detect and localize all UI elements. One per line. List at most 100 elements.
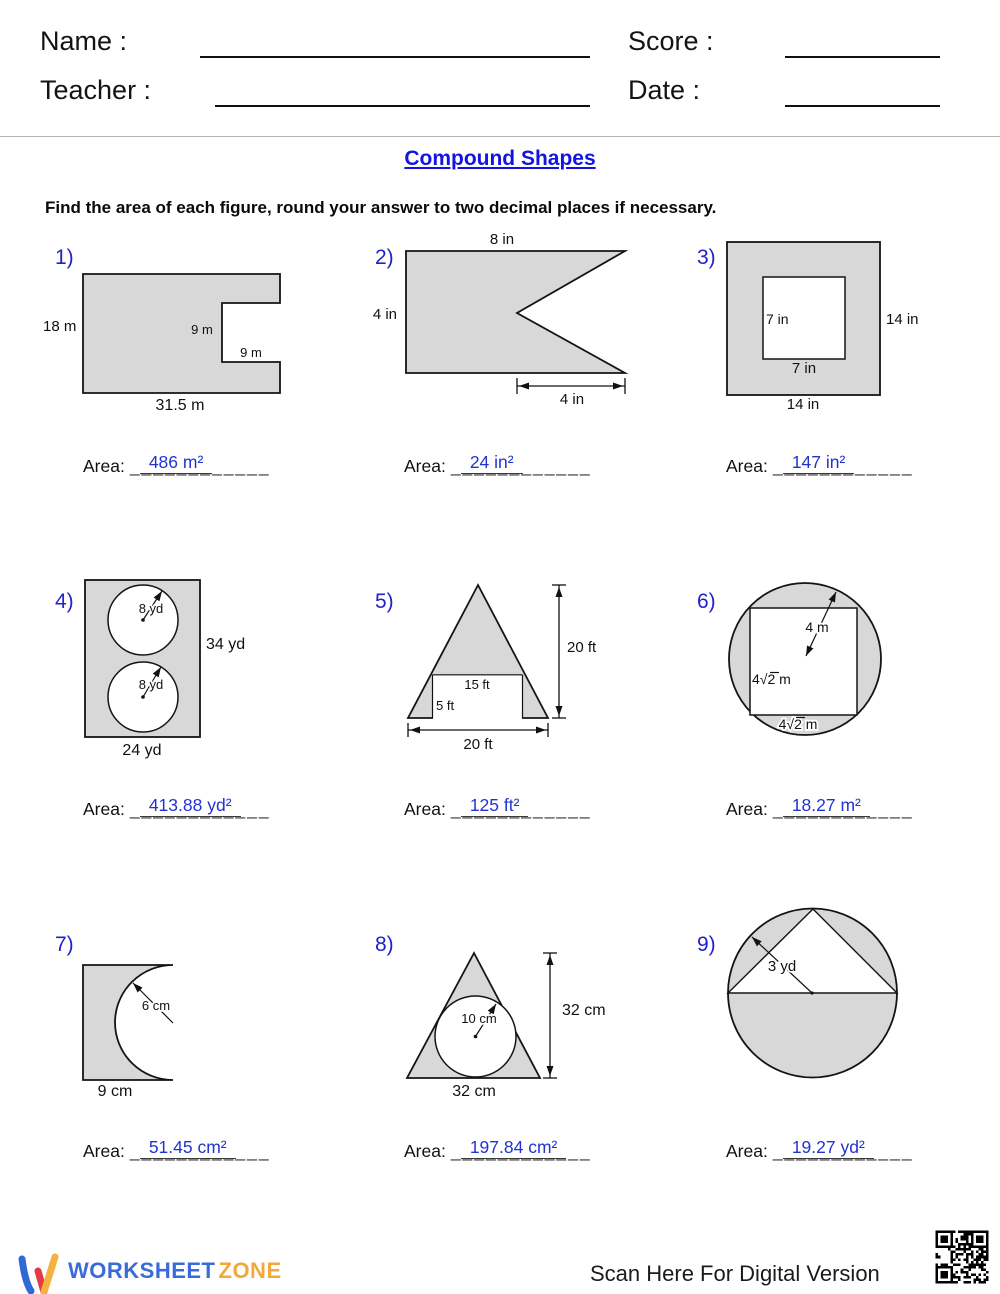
answer-blank: ____________ — [772, 1141, 914, 1161]
figure-5-notch-height-label: 5 ft — [436, 698, 454, 713]
figure-2: 8 in 4 in 4 in — [373, 231, 629, 408]
figure-6-square — [749, 607, 858, 716]
scan-here-text: Scan Here For Digital Version — [590, 1261, 880, 1286]
area-label: Area: — [404, 456, 446, 476]
figure-5-notch — [433, 675, 522, 720]
problem-number-6: 6) — [697, 590, 716, 613]
answer-value-2: 24 in² — [460, 452, 523, 474]
answer-blank: ____________ — [772, 799, 914, 819]
area-line-3: Area:____________147 in² — [726, 452, 914, 477]
area-label: Area: — [404, 799, 446, 819]
answer-value-6: 18.27 m² — [782, 795, 870, 817]
area-line-6: Area:____________18.27 m² — [726, 795, 914, 820]
figure-2-shape — [405, 250, 629, 374]
date-label: Date : — [628, 75, 701, 105]
qr-code-image — [933, 1228, 991, 1286]
figure-8-height-dim-label: 32 cm — [562, 1002, 606, 1019]
answer-value-1: 486 m² — [139, 452, 213, 474]
area-line-2: Area:____________24 in² — [404, 452, 592, 477]
teacher-blank-line — [215, 105, 590, 107]
area-label: Area: — [726, 456, 768, 476]
qr-code — [933, 1228, 991, 1286]
figure-6-side-left-label: 4√2 m — [752, 671, 791, 687]
figure-1-bottom-label: 31.5 m — [156, 397, 205, 414]
instruction-text: Find the area of each figure, round your… — [45, 198, 717, 217]
figure-4-radius-arrow-top — [141, 590, 163, 622]
answer-blank: ____________ — [129, 1141, 271, 1161]
figure-3-inner-bottom-label: 7 in — [792, 360, 816, 377]
figure-5: 15 ft 5 ft 20 ft 20 ft — [406, 583, 597, 753]
name-blank-line — [200, 56, 590, 58]
area-line-9: Area:____________19.27 yd² — [726, 1137, 914, 1162]
figure-8-height-dimension — [543, 952, 557, 1079]
header-divider — [0, 136, 1000, 137]
area-label: Area: — [83, 1141, 125, 1161]
problem-number-1: 1) — [55, 246, 74, 269]
area-label: Area: — [83, 799, 125, 819]
figure-9: 3 yd — [726, 907, 899, 1079]
answer-blank: ____________ — [450, 456, 592, 476]
figure-4-right-label: 34 yd — [206, 636, 245, 653]
figure-3-bottom-label: 14 in — [787, 396, 820, 413]
figure-6-side-bottom-label: 4√2 m — [779, 716, 818, 732]
figure-8-bottom-label: 32 cm — [452, 1083, 496, 1100]
figure-3: 7 in 7 in 14 in 14 in — [726, 241, 919, 413]
problem-number-5: 5) — [375, 590, 394, 613]
figure-4: 8 yd 8 yd 34 yd 24 yd — [84, 579, 245, 759]
answer-value-3: 147 in² — [782, 452, 855, 474]
figure-1-notch-width-label: 9 m — [240, 345, 262, 360]
area-label: Area: — [726, 799, 768, 819]
figure-8: 10 cm 32 cm 32 cm — [405, 951, 606, 1100]
teacher-label: Teacher : — [40, 75, 152, 105]
area-line-5: Area:____________125 ft² — [404, 795, 592, 820]
figure-5-height-dimension — [552, 584, 566, 719]
figure-1-left-label: 18 m — [43, 318, 76, 335]
figure-9-radius-arrow — [751, 936, 814, 995]
answer-value-5: 125 ft² — [460, 795, 529, 817]
answer-blank: ____________ — [772, 456, 914, 476]
answer-value-7: 51.45 cm² — [139, 1137, 236, 1159]
score-blank-line — [785, 56, 940, 58]
figure-1: 18 m 9 m 9 m 31.5 m — [43, 273, 281, 414]
figure-4-radius-bottom-label: 8 yd — [139, 677, 164, 692]
name-label: Name : — [40, 26, 128, 56]
answer-value-4: 413.88 yd² — [139, 795, 241, 817]
figure-1-shape — [82, 273, 281, 394]
figure-3-right-label: 14 in — [886, 311, 919, 328]
figure-3-inner-square — [762, 276, 846, 360]
area-line-4: Area:____________413.88 yd² — [83, 795, 271, 820]
figure-2-bottom-dim-label: 4 in — [560, 391, 584, 408]
figure-6-radius-arrow — [805, 591, 837, 657]
figure-4-radius-top-label: 8 yd — [139, 601, 164, 616]
figure-5-base-dimension — [407, 723, 549, 737]
figure-2-bottom-dimension — [516, 378, 626, 394]
problem-number-7: 7) — [55, 933, 74, 956]
area-line-8: Area:____________197.84 cm² — [404, 1137, 592, 1162]
answer-blank: ____________ — [129, 456, 271, 476]
figure-9-radius-label: 3 yd — [768, 958, 796, 975]
area-line-7: Area:____________51.45 cm² — [83, 1137, 271, 1162]
figure-5-inner-width-label: 15 ft — [464, 677, 490, 692]
worksheetzone-logo-icon — [18, 1253, 59, 1294]
area-label: Area: — [83, 456, 125, 476]
figure-5-base-dim-label: 20 ft — [463, 736, 493, 753]
figure-4-bottom-label: 24 yd — [122, 742, 161, 759]
problem-number-2: 2) — [375, 246, 394, 269]
figure-2-left-label: 4 in — [373, 306, 397, 323]
area-label: Area: — [404, 1141, 446, 1161]
figure-8-radius-label: 10 cm — [461, 1011, 496, 1026]
answer-blank: ____________ — [129, 799, 271, 819]
score-label: Score : — [628, 26, 714, 56]
problem-number-3: 3) — [697, 246, 716, 269]
page-title: Compound Shapes — [404, 147, 596, 170]
figure-7-radius-label: 6 cm — [142, 998, 170, 1013]
problem-number-9: 9) — [697, 933, 716, 956]
brand-worksheet-text: WORKSHEET — [68, 1258, 216, 1283]
area-line-1: Area:____________486 m² — [83, 452, 271, 477]
figure-6-radius-label: 4 m — [805, 619, 828, 635]
figure-4-radius-arrow-bottom — [141, 666, 162, 699]
brand-zone-text: ZONE — [218, 1258, 282, 1283]
answer-value-8: 197.84 cm² — [460, 1137, 567, 1159]
